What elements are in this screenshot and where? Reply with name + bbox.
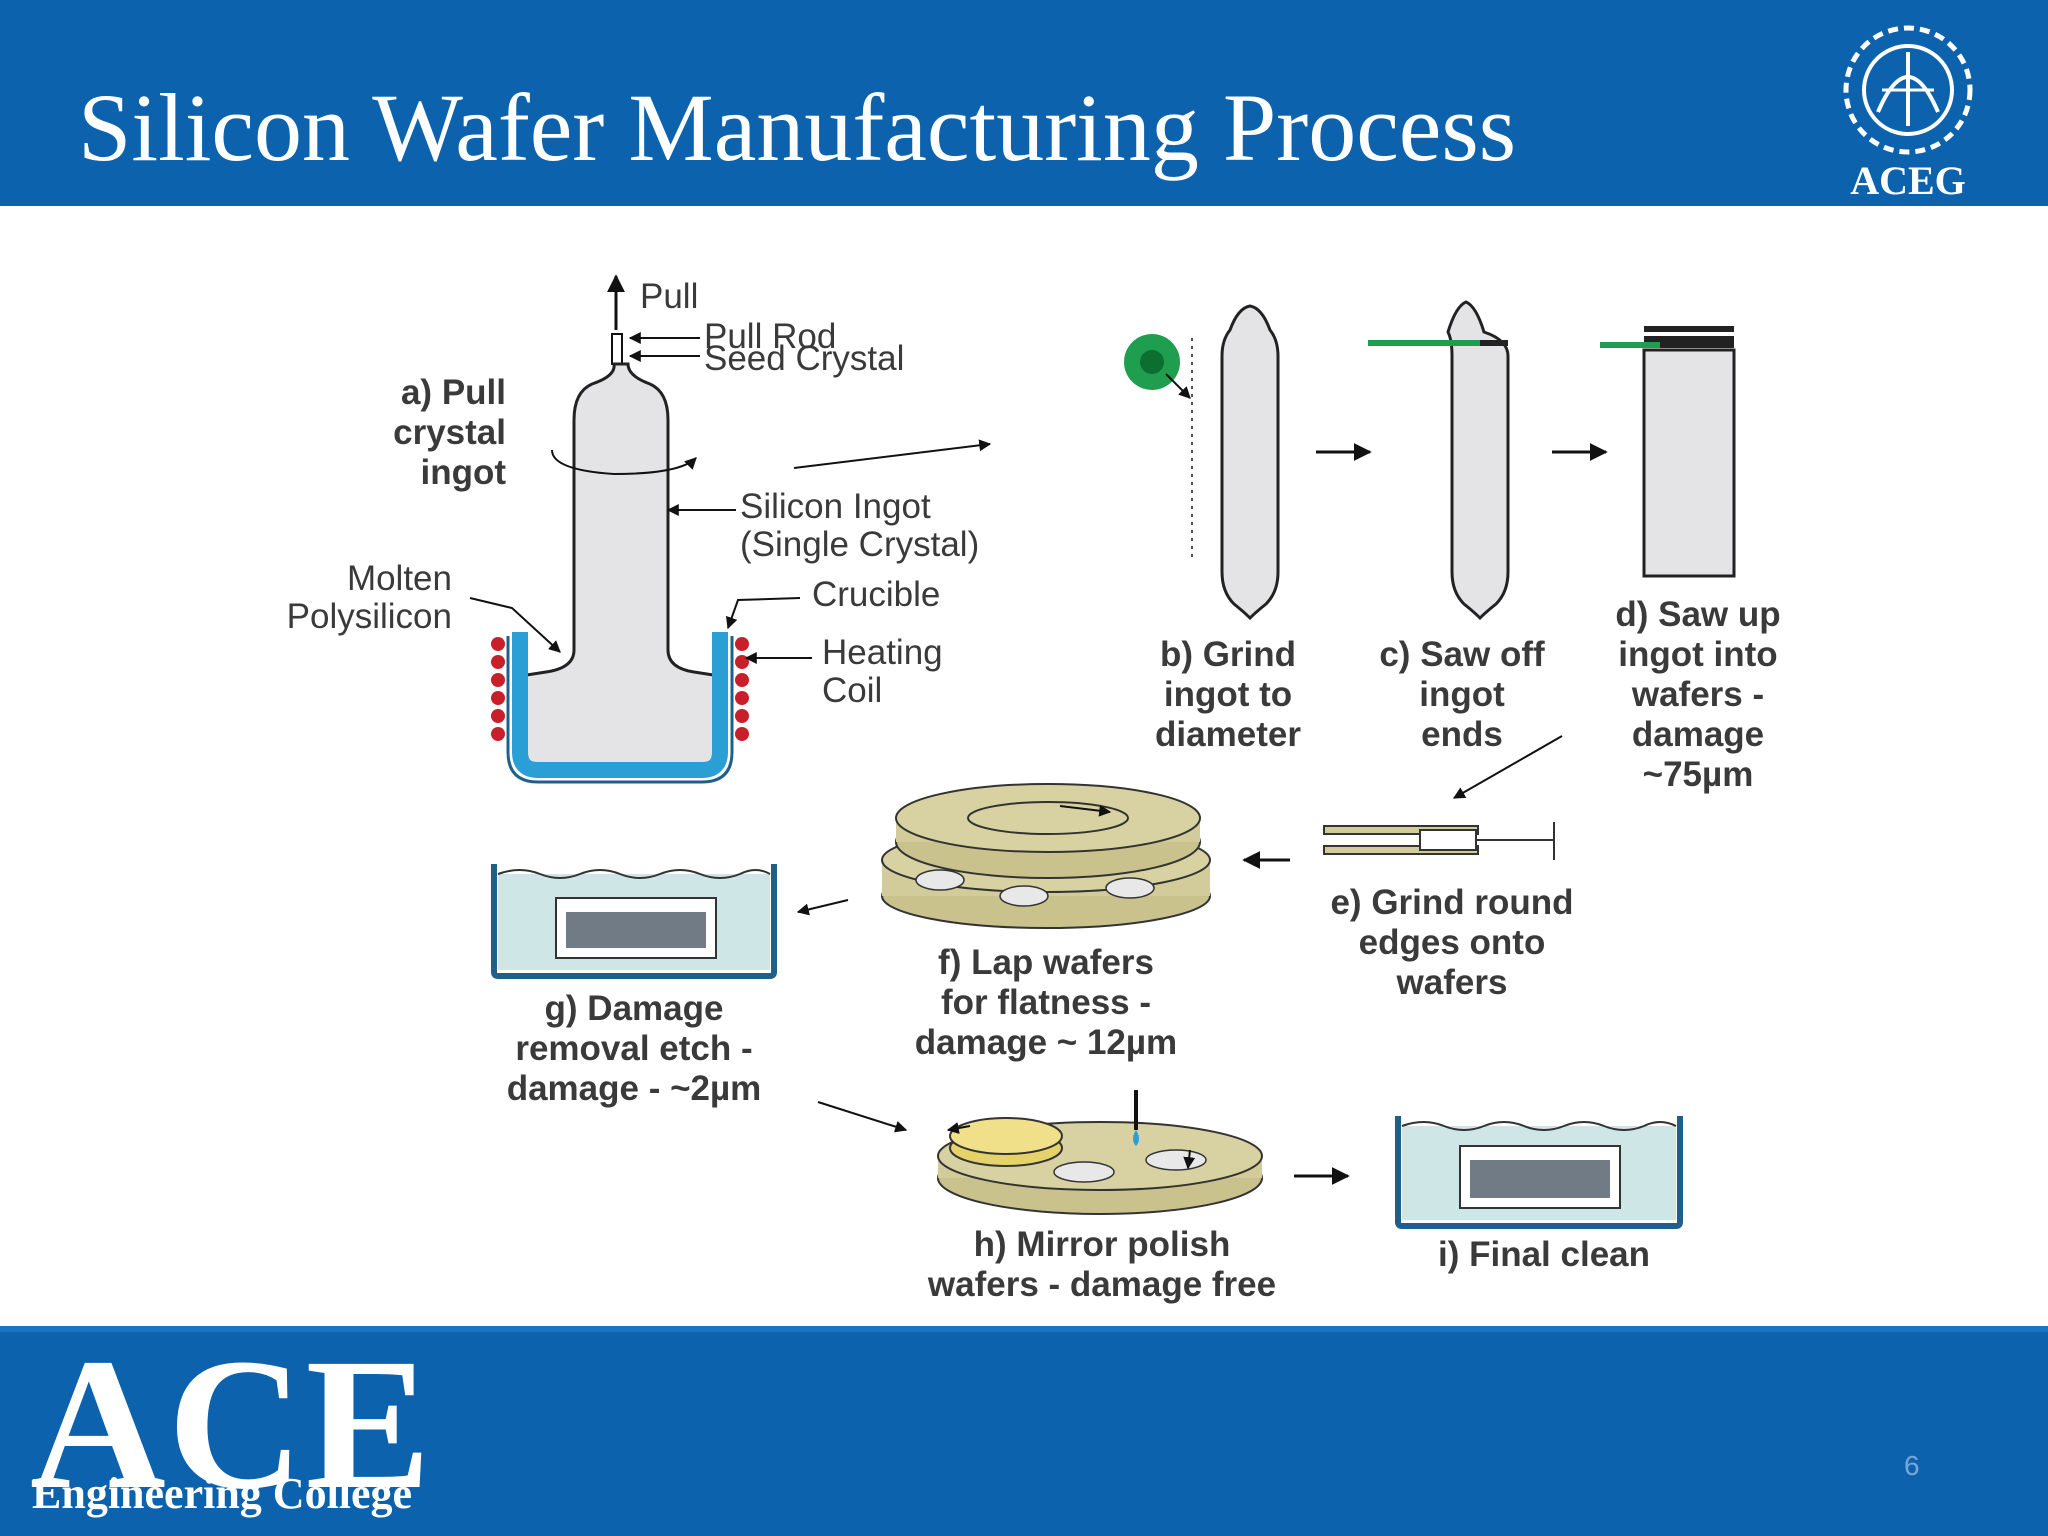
step-g-line-2: removal etch -: [515, 1029, 752, 1068]
ingot-label-2: (Single Crystal): [740, 525, 979, 564]
step-f-line-3: damage ~ 12µm: [915, 1023, 1177, 1062]
footer-logo-subtitle: Engineering College: [32, 1469, 413, 1518]
step-c-line-1: c) Saw off: [1379, 635, 1545, 674]
silicon-ingot: [518, 362, 722, 772]
crucible-outline: [506, 636, 734, 784]
flow-arrow-a-b: [793, 439, 992, 469]
wafer-process-diagram: Pull Pull Rod Seed Crystal Silicon Ingot…: [287, 274, 1781, 1304]
flow-arrow-d-e: [1452, 735, 1563, 799]
flow-arrow-f-g: [796, 899, 849, 916]
step-a-line-2: crystal: [393, 413, 506, 452]
rotation-arrow: [551, 449, 697, 476]
step-b-line-3: diameter: [1155, 715, 1301, 754]
crucible-label: Crucible: [812, 575, 940, 614]
step-b-line-1: b) Grind: [1160, 635, 1296, 674]
step-d-saw-wafers: [1600, 326, 1736, 578]
step-e-grind-edges: [1323, 822, 1555, 860]
step-g-etch-bath: [491, 864, 777, 979]
footer-logo-ace: ACE: [30, 1319, 433, 1528]
flow-arrow-g-h: [817, 1101, 908, 1133]
ingot-label-1: Silicon Ingot: [740, 487, 931, 526]
crucible: [512, 632, 728, 778]
pull-rod-label: Pull Rod: [704, 317, 836, 356]
step-i-final-clean: [1395, 1116, 1683, 1229]
footer-banner: [0, 1326, 2048, 1536]
step-c-line-3: ends: [1421, 715, 1503, 754]
heating-coil-left: [491, 637, 505, 741]
heating-coil-right: [735, 637, 749, 741]
step-f-lap-wafers: [881, 783, 1211, 929]
college-emblem-logo: ACEG: [1843, 25, 1973, 202]
molten-label-2: Polysilicon: [287, 597, 452, 636]
step-d-line-5: ~75µm: [1643, 755, 1754, 794]
step-g-line-1: g) Damage: [545, 989, 724, 1028]
step-b-grind-ingot: [1124, 304, 1280, 621]
step-d-line-1: d) Saw up: [1615, 595, 1780, 634]
step-g-line-3: damage - ~2µm: [507, 1069, 762, 1108]
title-banner: [0, 0, 2048, 206]
emblem-text: ACEG: [1850, 158, 1966, 202]
step-d-line-3: wafers -: [1631, 675, 1764, 714]
step-d-line-4: damage: [1632, 715, 1764, 754]
pull-label: Pull: [640, 277, 698, 316]
step-e-line-2: edges onto: [1359, 923, 1546, 962]
step-b-line-2: ingot to: [1164, 675, 1292, 714]
page-number: 6: [1904, 1450, 1920, 1481]
saw-blade-d: [1600, 342, 1660, 348]
heating-coil-label-2: Coil: [822, 671, 882, 710]
crystal-puller-assembly: [491, 274, 749, 784]
step-e-line-3: wafers: [1396, 963, 1508, 1002]
crucible-pointer: [725, 597, 801, 630]
step-f-line-2: for flatness -: [941, 983, 1151, 1022]
seed-crystal-label: Seed Crystal: [704, 339, 904, 378]
saw-blade-c: [1368, 340, 1480, 346]
step-e-line-1: e) Grind round: [1330, 883, 1573, 922]
step-h-line-1: h) Mirror polish: [974, 1225, 1231, 1264]
step-c-saw-ends: [1368, 300, 1510, 621]
pull-rod: [611, 333, 623, 365]
step-i-line-1: i) Final clean: [1438, 1235, 1650, 1274]
step-a-line-3: ingot: [420, 453, 506, 492]
step-h-line-2: wafers - damage free: [927, 1265, 1276, 1304]
molten-label-1: Molten: [347, 559, 452, 598]
heating-coil-label-1: Heating: [822, 633, 943, 672]
step-h-mirror-polish: [937, 1090, 1263, 1215]
step-f-line-1: f) Lap wafers: [938, 943, 1154, 982]
step-c-line-2: ingot: [1419, 675, 1505, 714]
molten-pointer: [469, 597, 561, 653]
step-d-line-2: ingot into: [1618, 635, 1777, 674]
slide-title: Silicon Wafer Manufacturing Process: [78, 74, 1517, 181]
step-a-line-1: a) Pull: [401, 373, 506, 412]
